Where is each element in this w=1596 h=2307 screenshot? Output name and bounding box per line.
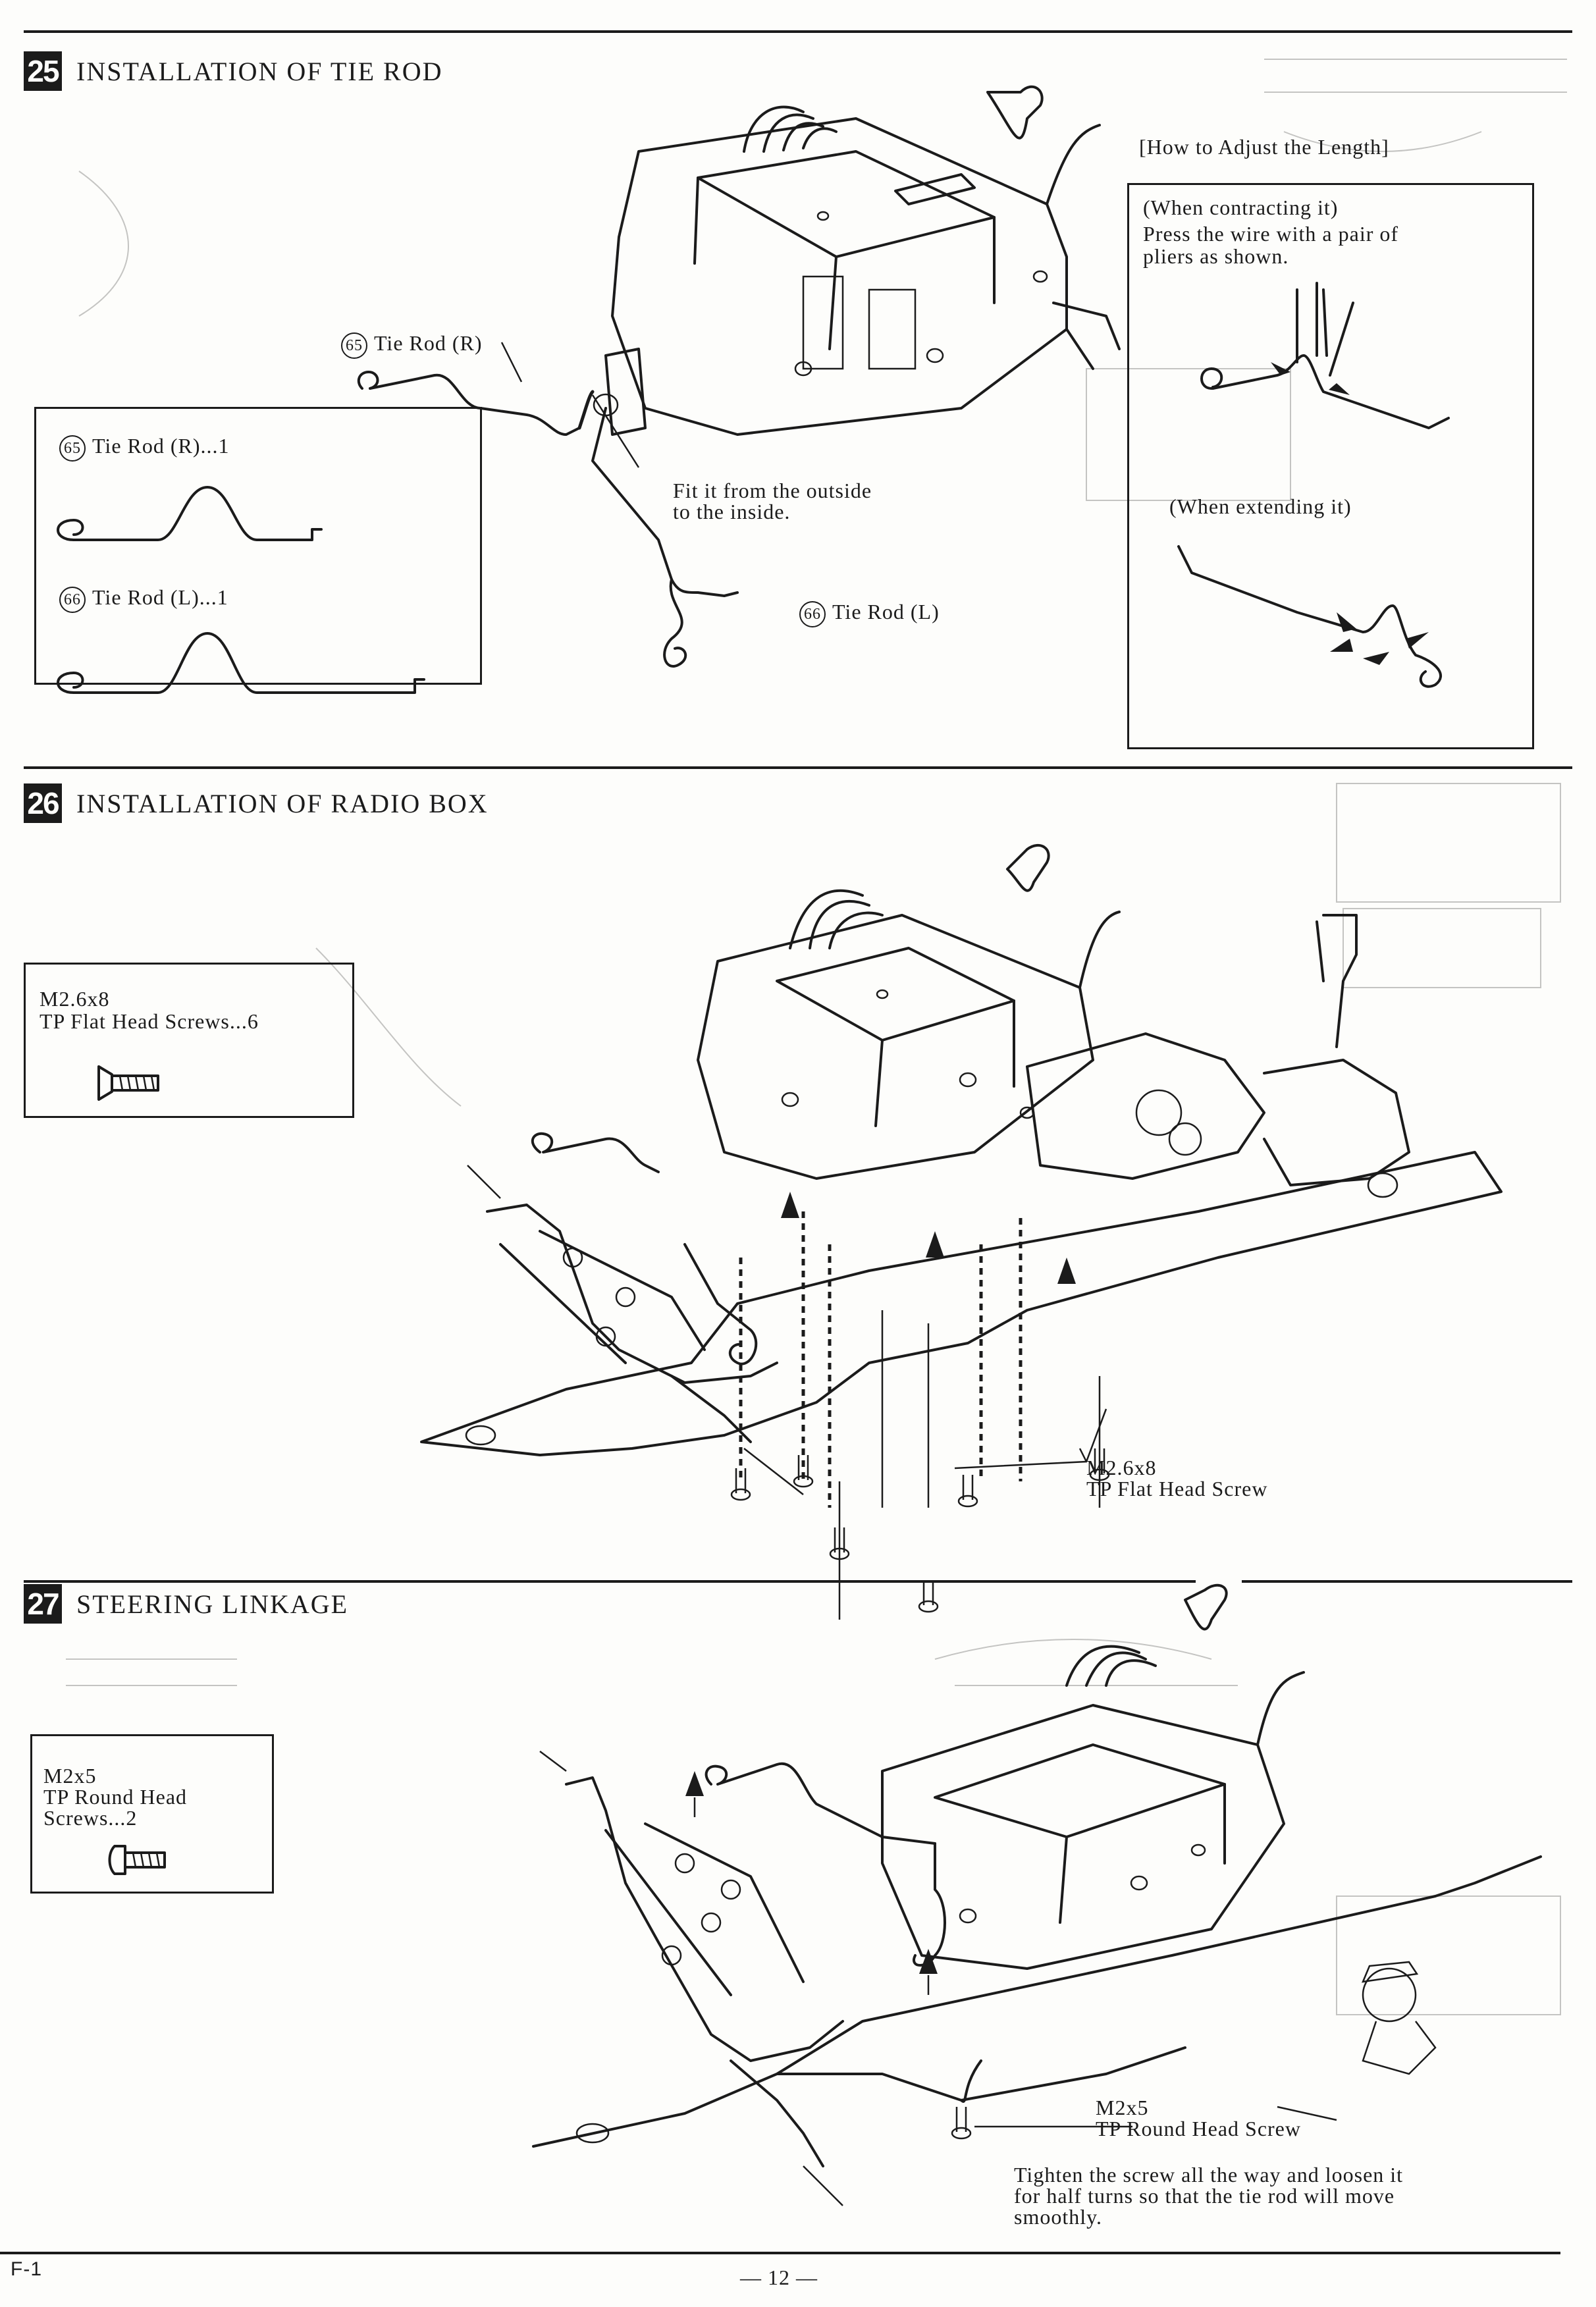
tightening-note-line1: Tighten the screw all the way and loosen… bbox=[1014, 2163, 1404, 2187]
contracting-line1: Press the wire with a pair of bbox=[1143, 222, 1399, 246]
callout-fit-note-line1: Fit it from the outside bbox=[673, 479, 872, 502]
part-number-badge: 66 bbox=[799, 600, 826, 627]
extending-title: (When extending it) bbox=[1169, 494, 1352, 518]
footer-divider bbox=[0, 2252, 1560, 2254]
step-26-header: 26 INSTALLATION OF RADIO BOX bbox=[24, 783, 489, 823]
steering-linkage-drawing bbox=[532, 1583, 1542, 2206]
contracting-title: (When contracting it) bbox=[1143, 196, 1339, 219]
callout-screw-type: TP Round Head Screw bbox=[1096, 2117, 1301, 2140]
callout-label: Tie Rod (L) bbox=[832, 600, 940, 623]
section-divider bbox=[24, 1580, 1196, 1583]
footer-page-code: F-1 bbox=[11, 2258, 42, 2280]
parts-box bbox=[34, 407, 482, 685]
parts-box-line3: Screws...2 bbox=[43, 1806, 138, 1830]
radio-box-chassis-drawing bbox=[420, 844, 1503, 1620]
section-divider bbox=[24, 30, 1572, 33]
callout-tie-rod-r: 65 Tie Rod (R) bbox=[329, 309, 483, 359]
callout-label: Tie Rod (R) bbox=[374, 331, 483, 355]
adjust-length-title: [How to Adjust the Length] bbox=[1139, 135, 1389, 159]
parts-box-line2: TP Round Head bbox=[43, 1785, 188, 1809]
step-title: INSTALLATION OF RADIO BOX bbox=[76, 788, 489, 818]
section-divider bbox=[24, 766, 1572, 769]
callout-screw-size: M2x5 bbox=[1096, 2096, 1149, 2119]
step-number: 25 bbox=[24, 51, 62, 91]
step-number: 26 bbox=[24, 783, 62, 823]
step-title: STEERING LINKAGE bbox=[76, 1589, 349, 1619]
part-number-badge: 66 bbox=[59, 586, 86, 613]
parts-box-line1: M2x5 bbox=[43, 1764, 97, 1788]
contracting-diagram bbox=[1200, 282, 1450, 429]
radio-box-tie-rod-drawing bbox=[357, 85, 1121, 668]
tightening-note-line2: for half turns so that the tie rod will … bbox=[1014, 2184, 1395, 2208]
callout-screw-size: M2.6x8 bbox=[1086, 1456, 1157, 1479]
tie-rod-l-drawing bbox=[57, 632, 425, 694]
parts-item-label: Tie Rod (L)...1 bbox=[92, 585, 228, 609]
flat-head-screw-icon bbox=[97, 1065, 159, 1101]
callout-screw-type: TP Flat Head Screw bbox=[1086, 1477, 1268, 1500]
parts-box-line2: TP Flat Head Screws...6 bbox=[40, 1009, 259, 1033]
parts-box bbox=[30, 1734, 274, 1894]
adjust-length-box bbox=[1127, 183, 1534, 749]
round-head-screw-icon bbox=[108, 1845, 166, 1875]
step-27-header: 27 STEERING LINKAGE bbox=[24, 1584, 348, 1624]
parts-box bbox=[24, 963, 354, 1118]
callout-fit-note-line2: to the inside. bbox=[673, 500, 791, 523]
part-number-badge: 65 bbox=[341, 332, 367, 359]
extending-diagram bbox=[1177, 545, 1442, 688]
tie-rod-r-drawing bbox=[57, 486, 323, 541]
parts-item-label: Tie Rod (R)...1 bbox=[92, 434, 230, 458]
step-25-header: 25 INSTALLATION OF TIE ROD bbox=[24, 51, 442, 91]
callout-tie-rod-l: 66 Tie Rod (L) bbox=[787, 578, 940, 627]
tightening-note-line3: smoothly. bbox=[1014, 2205, 1103, 2229]
part-number-badge: 65 bbox=[59, 435, 86, 462]
parts-box-line1: M2.6x8 bbox=[40, 987, 110, 1011]
footer-page-number: — 12 — bbox=[740, 2266, 818, 2289]
step-title: INSTALLATION OF TIE ROD bbox=[76, 56, 443, 86]
contracting-line2: pliers as shown. bbox=[1143, 244, 1289, 268]
step-number: 27 bbox=[24, 1584, 62, 1624]
section-divider bbox=[1242, 1580, 1572, 1583]
